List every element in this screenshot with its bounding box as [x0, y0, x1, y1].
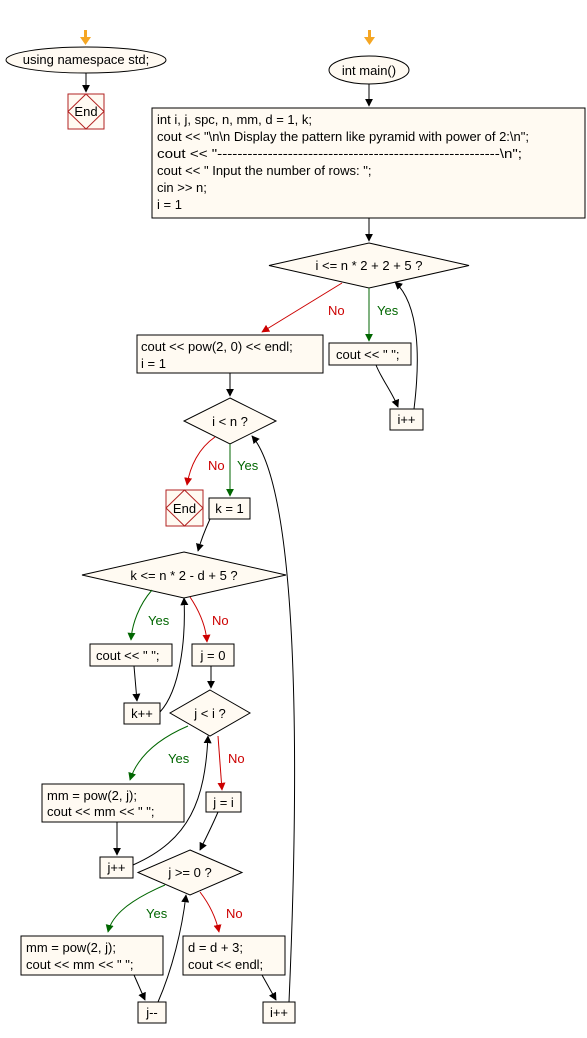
- main-terminal: int main(): [328, 55, 410, 85]
- label-d2-no: No: [208, 458, 225, 473]
- edge-iinc1-d1: [394, 281, 418, 410]
- namespace-terminal: using namespace std;: [5, 46, 167, 74]
- process-space-1-label: cout << " ";: [336, 347, 399, 362]
- process-space-1: cout << " ";: [328, 342, 412, 366]
- process-j-eq-i-label: j = i: [212, 795, 234, 810]
- mm2-line-1: mm = pow(2, j);: [26, 940, 116, 955]
- edge-space2-kinc: [132, 665, 141, 702]
- process-j-dec-label: j--: [145, 1005, 158, 1020]
- decision-row-loop: i < n ?: [182, 397, 278, 445]
- label-d5-no: No: [226, 906, 243, 921]
- decision-j-reverse-loop: j >= 0 ?: [136, 849, 244, 896]
- mm1-line-1: mm = pow(2, j);: [47, 788, 137, 803]
- label-d3-yes: Yes: [148, 613, 170, 628]
- edge-d5-yes: [105, 884, 166, 933]
- init-line-6: i = 1: [157, 197, 182, 212]
- process-k-init: k = 1: [208, 497, 251, 520]
- process-j-dec: j--: [137, 1001, 167, 1024]
- process-d-block: d = d + 3; cout << endl;: [182, 935, 286, 976]
- edge-d2-no: [184, 436, 216, 486]
- process-j-eq-i: j = i: [205, 791, 242, 813]
- label-d1-yes: Yes: [377, 303, 399, 318]
- edge-d5-no: [199, 891, 222, 933]
- start-marker-namespace: [80, 30, 91, 45]
- loop-end-label: End: [173, 501, 196, 516]
- process-k-init-label: k = 1: [215, 501, 244, 516]
- edge-mm2-jdec: [133, 974, 146, 1001]
- process-k-inc-label: k++: [131, 706, 153, 721]
- init-line-1: int i, j, spc, n, mm, d = 1, k;: [157, 112, 312, 127]
- process-k-inc: k++: [123, 702, 161, 725]
- init-block: int i, j, spc, n, mm, d = 1, k; cout << …: [151, 107, 586, 219]
- edge-d1-no: [261, 282, 343, 333]
- edge-jinc-d4: [132, 735, 212, 866]
- edge-d3-yes: [127, 589, 153, 641]
- main-terminal-label: int main(): [342, 63, 396, 78]
- process-space-2-label: cout << " ";: [96, 648, 159, 663]
- label-d2-yes: Yes: [237, 458, 259, 473]
- label-d4-yes: Yes: [168, 751, 190, 766]
- edge-jeqi-d5: [199, 811, 219, 851]
- decision-j-reverse-loop-label: j >= 0 ?: [167, 865, 211, 880]
- namespace-end-label: End: [74, 104, 97, 119]
- label-d1-no: No: [328, 303, 345, 318]
- mm2-line-2: cout << mm << " ";: [26, 957, 134, 972]
- process-i-inc-1: i++: [389, 408, 424, 431]
- d-line-1: d = d + 3;: [188, 940, 243, 955]
- mm1-line-2: cout << mm << " ";: [47, 804, 155, 819]
- edge-d4-no: [217, 735, 226, 791]
- process-i-inc-1-label: i++: [397, 412, 415, 427]
- process-mm-block-2: mm = pow(2, j); cout << mm << " ";: [20, 935, 164, 976]
- process-j-zero: j = 0: [191, 643, 235, 667]
- edge-kinc-d3: [159, 597, 189, 713]
- decision-j-loop: j < i ?: [168, 689, 252, 737]
- loop-end-block: End: [165, 489, 204, 527]
- init-line-3: cout << "-------------------------------…: [157, 146, 522, 161]
- decision-row-loop-label: i < n ?: [212, 414, 248, 429]
- namespace-end-block: End: [67, 93, 105, 130]
- label-d3-no: No: [212, 613, 229, 628]
- edge-iinc2-d2: [251, 435, 296, 1003]
- decision-outer-loop: i <= n * 2 + 2 + 5 ?: [268, 242, 470, 289]
- decision-j-loop-label: j < i ?: [193, 706, 225, 721]
- edge-space1-iinc: [375, 364, 400, 408]
- edge-d3-no: [189, 596, 211, 643]
- process-j-inc: j++: [99, 856, 134, 879]
- decision-outer-loop-label: i <= n * 2 + 2 + 5 ?: [316, 258, 423, 273]
- decision-space-loop-label: k <= n * 2 - d + 5 ?: [130, 568, 237, 583]
- start-marker-main: [364, 30, 375, 45]
- process-i-inc-2: i++: [262, 1001, 296, 1024]
- edge-jdec-d5: [157, 894, 190, 1003]
- label-d4-no: No: [228, 751, 245, 766]
- pow-line-2: i = 1: [141, 356, 166, 371]
- edge-kinit-d3: [196, 518, 211, 552]
- d-line-2: cout << endl;: [188, 957, 263, 972]
- init-line-4: cout << " Input the number of rows: ";: [157, 163, 371, 178]
- process-mm-block-1: mm = pow(2, j); cout << mm << " ";: [41, 783, 185, 823]
- init-line-2: cout << "\n\n Display the pattern like p…: [157, 129, 529, 144]
- process-j-zero-label: j = 0: [200, 648, 226, 663]
- label-d5-yes: Yes: [146, 906, 168, 921]
- init-line-5: cin >> n;: [157, 180, 207, 195]
- edge-d4-yes: [128, 725, 189, 781]
- process-pow-block: cout << pow(2, 0) << endl; i = 1: [136, 334, 324, 374]
- edge-d-iinc: [261, 974, 277, 1001]
- pow-line-1: cout << pow(2, 0) << endl;: [141, 339, 293, 354]
- namespace-terminal-label: using namespace std;: [23, 52, 149, 67]
- decision-space-loop: k <= n * 2 - d + 5 ?: [81, 551, 287, 599]
- process-space-2: cout << " ";: [89, 643, 173, 667]
- process-j-inc-label: j++: [106, 860, 125, 875]
- process-i-inc-2-label: i++: [270, 1005, 288, 1020]
